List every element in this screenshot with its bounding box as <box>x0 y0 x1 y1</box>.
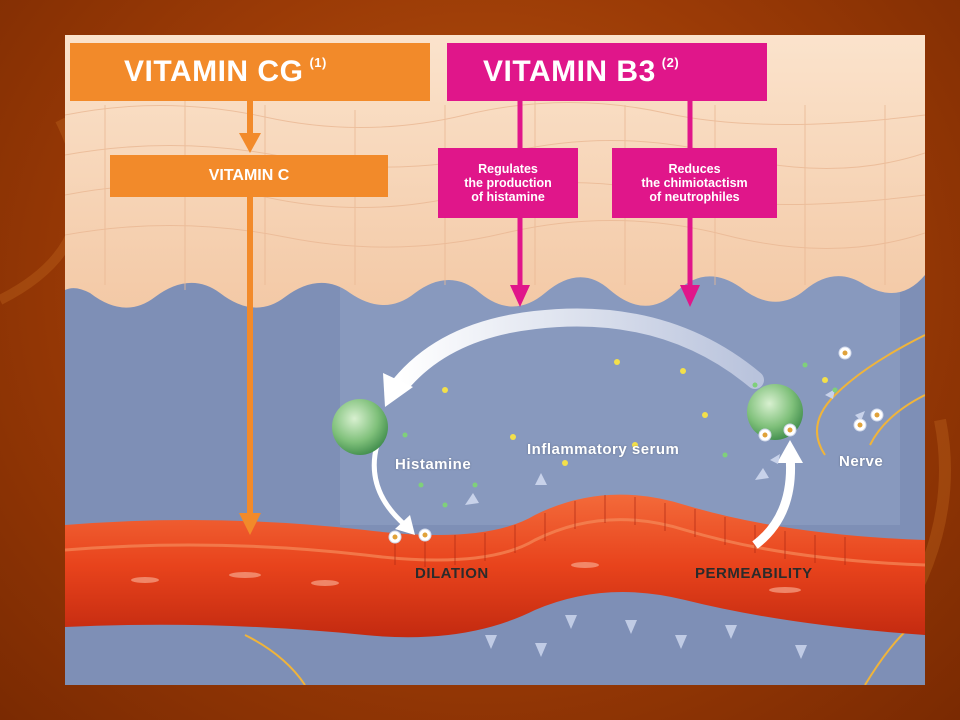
vessel-blobs <box>131 562 801 593</box>
neutrophile-reduction-box: Reduces the chimiotactism of neutrophile… <box>612 148 777 218</box>
histamine-label: Histamine <box>395 456 472 473</box>
neutrophile-line-3: of neutrophiles <box>649 190 740 204</box>
vitamin-c-box: VITAMIN C <box>110 155 388 197</box>
vitamin-b3-title-text: VITAMIN B3 <box>483 55 656 88</box>
vitamin-b3-ref: (2) <box>661 54 680 70</box>
anatomy-illustration <box>65 35 925 685</box>
dilation-arrow <box>371 444 407 527</box>
neutrophile-line-2: the chimiotactism <box>641 176 748 190</box>
vessel-wall-cells <box>394 495 846 567</box>
histamine-regulation-box: Regulates the production of histamine <box>438 148 578 218</box>
leak-arrows <box>485 615 807 659</box>
dilation-label: DILATION <box>415 565 489 582</box>
neutrophile-line-1: Reduces <box>668 162 721 176</box>
vitamin-cg-connectors <box>239 101 261 535</box>
blood-vessel <box>65 494 925 638</box>
diagram-panel: VITAMIN CG (1) VITAMIN B3 (2) VITAMIN C Re… <box>65 35 925 685</box>
histamine-line-1: Regulates <box>478 162 538 176</box>
vitamin-cg-title: VITAMIN CG (1) <box>70 43 430 101</box>
histamine-particles <box>402 359 838 508</box>
histamine-line-2: the production <box>464 176 552 190</box>
vitamin-cg-title-text: VITAMIN CG <box>124 55 304 88</box>
inflammatory-serum-label: Inflammatory serum <box>527 441 680 458</box>
histamine-line-3: of histamine <box>471 190 545 204</box>
vitamin-b3-title: VITAMIN B3 (2) <box>447 43 767 101</box>
vitamin-b3-connectors <box>510 101 700 307</box>
neutrophile-cores <box>392 350 880 540</box>
tissue-highlight <box>340 265 900 525</box>
vitamin-cg-ref: (1) <box>309 54 327 70</box>
small-arrows <box>465 389 865 505</box>
histamine-release-arrow <box>391 308 764 394</box>
permeability-label: PERMEABILITY <box>695 565 813 582</box>
nerve-label: Nerve <box>839 453 884 470</box>
vitamin-c-text: VITAMIN C <box>208 167 290 184</box>
permeability-arrow <box>752 454 796 549</box>
mast-cell-left <box>332 399 388 455</box>
